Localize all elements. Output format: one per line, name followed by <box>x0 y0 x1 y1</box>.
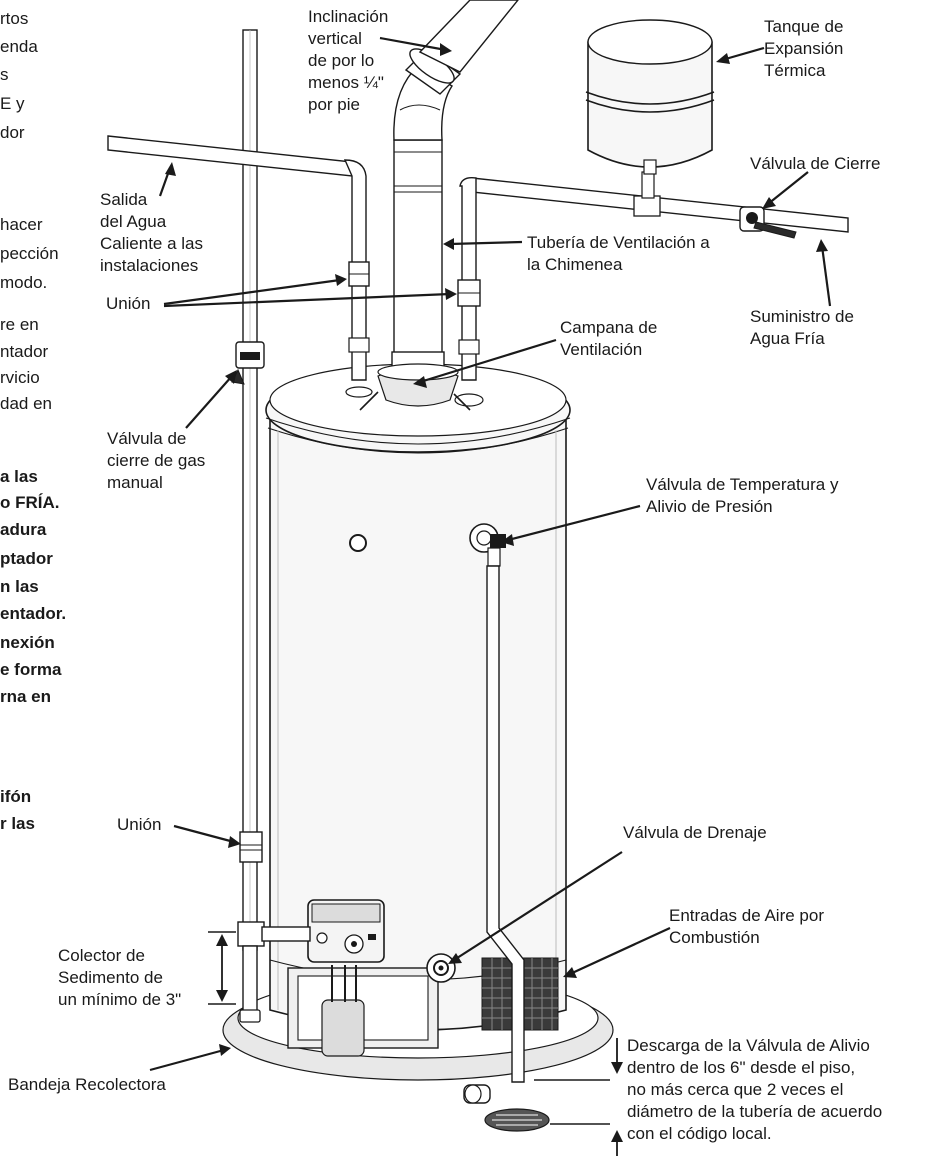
left-margin-text: rtos enda s E y dor hacer pección modo. re en nta… <box>0 9 66 833</box>
tp-relief-valve <box>469 523 506 567</box>
relief-discharge-pipe <box>486 565 525 1083</box>
label-drain-valve: Válvula de Drenaje <box>623 823 767 842</box>
gas-control-valve <box>307 899 385 963</box>
label-slope: Inclinación vertical de por lo menos ¼" por … <box>308 7 388 114</box>
margin-text-line: dor <box>0 123 25 142</box>
label-line: Inclinación <box>308 7 388 26</box>
label-drain-pan: Bandeja Recolectora <box>8 1075 166 1094</box>
label-line: la Chimenea <box>527 255 623 274</box>
margin-text-line: r las <box>0 814 35 833</box>
margin-text-line: hacer <box>0 215 43 234</box>
drain-valve <box>426 953 456 983</box>
water-heater-drawing <box>107 0 849 1156</box>
margin-text-line: dad en <box>0 394 52 413</box>
label-union-top: Unión <box>106 294 150 313</box>
label-line: Ventilación <box>560 340 642 359</box>
margin-text-line: ntador <box>0 342 49 361</box>
label-cold-supply: Suministro de Agua Fría <box>750 307 854 348</box>
thermal-expansion-tank <box>585 19 715 175</box>
hot-outlet-pipe <box>107 135 353 177</box>
label-line: Combustión <box>669 928 760 947</box>
margin-text-line: enda <box>0 37 38 56</box>
label-line: no más cerca que 2 veces el <box>627 1080 843 1099</box>
diagram-labels: Inclinación vertical de por lo menos ¼" por … <box>8 7 882 1143</box>
label-union-bottom: Unión <box>117 815 161 834</box>
margin-text-line: adura <box>0 520 47 539</box>
label-line: de por lo <box>308 51 374 70</box>
label-line: cierre de gas <box>107 451 205 470</box>
margin-text-line: rvicio <box>0 368 40 387</box>
label-line: manual <box>107 473 163 492</box>
margin-text-line: nexión <box>0 633 55 652</box>
margin-text-line: a las <box>0 467 38 486</box>
label-line: Tubería de Ventilación a <box>527 233 710 252</box>
brand-logo <box>349 534 367 552</box>
label-tp-valve: Válvula de Temperatura y Alivio de Presió… <box>646 475 839 516</box>
label-line: Alivio de Presión <box>646 497 773 516</box>
label-line: Válvula de Drenaje <box>623 823 767 842</box>
label-line: menos ¼" <box>308 73 384 92</box>
margin-text-line: o FRÍA. <box>0 493 60 512</box>
label-line: Tanque de <box>764 17 843 36</box>
label-line: Válvula de Cierre <box>750 154 880 173</box>
label-line: Válvula de <box>107 429 186 448</box>
label-line: Agua Fría <box>750 329 825 348</box>
margin-text-line: E y <box>0 94 25 113</box>
label-sediment-trap: Colector de Sedimento de un mínimo de 3" <box>58 946 181 1009</box>
margin-text-line: rna en <box>0 687 51 706</box>
margin-text-line: s <box>0 65 9 84</box>
label-line: Entradas de Aire por <box>669 906 824 925</box>
vent-pipe <box>393 0 519 361</box>
label-line: dentro de los 6" desde el piso, <box>627 1058 855 1077</box>
label-line: Caliente a las <box>100 234 203 253</box>
label-line: instalaciones <box>100 256 198 275</box>
label-shutoff-valve: Válvula de Cierre <box>750 154 880 173</box>
label-line: del Agua <box>100 212 167 231</box>
label-line: vertical <box>308 29 362 48</box>
label-gas-valve: Válvula de cierre de gas manual <box>107 429 205 492</box>
margin-text-line: ifón <box>0 787 31 806</box>
label-line: diámetro de la tubería de acuerdo <box>627 1102 882 1121</box>
label-line: Descarga de la Válvula de Alivio <box>627 1036 870 1055</box>
label-line: Suministro de <box>750 307 854 326</box>
margin-text-line: n las <box>0 577 39 596</box>
label-line: Bandeja Recolectora <box>8 1075 166 1094</box>
label-line: Unión <box>117 815 161 834</box>
margin-text-line: ptador <box>0 549 53 568</box>
label-line: Sedimento de <box>58 968 163 987</box>
label-line: Salida <box>100 190 148 209</box>
margin-text-line: entador. <box>0 604 66 623</box>
margin-text-line: pección <box>0 244 59 263</box>
label-vent-pipe: Tubería de Ventilación a la Chimenea <box>527 233 710 274</box>
label-line: Unión <box>106 294 150 313</box>
margin-text-line: rtos <box>0 9 28 28</box>
label-line: Colector de <box>58 946 145 965</box>
label-line: un mínimo de 3" <box>58 990 181 1009</box>
label-line: Expansión <box>764 39 843 58</box>
margin-text-line: modo. <box>0 273 47 292</box>
margin-text-line: re en <box>0 315 39 334</box>
label-line: Válvula de Temperatura y <box>646 475 839 494</box>
label-line: por pie <box>308 95 360 114</box>
label-line: Campana de <box>560 318 657 337</box>
label-line: Térmica <box>764 61 826 80</box>
margin-text-line: e forma <box>0 660 62 679</box>
label-vent-hood: Campana de Ventilación <box>560 318 657 359</box>
label-line: con el código local. <box>627 1124 772 1143</box>
leader-arrows <box>149 36 832 1156</box>
label-relief-discharge: Descarga de la Válvula de Alivio dentro d… <box>627 1036 882 1143</box>
